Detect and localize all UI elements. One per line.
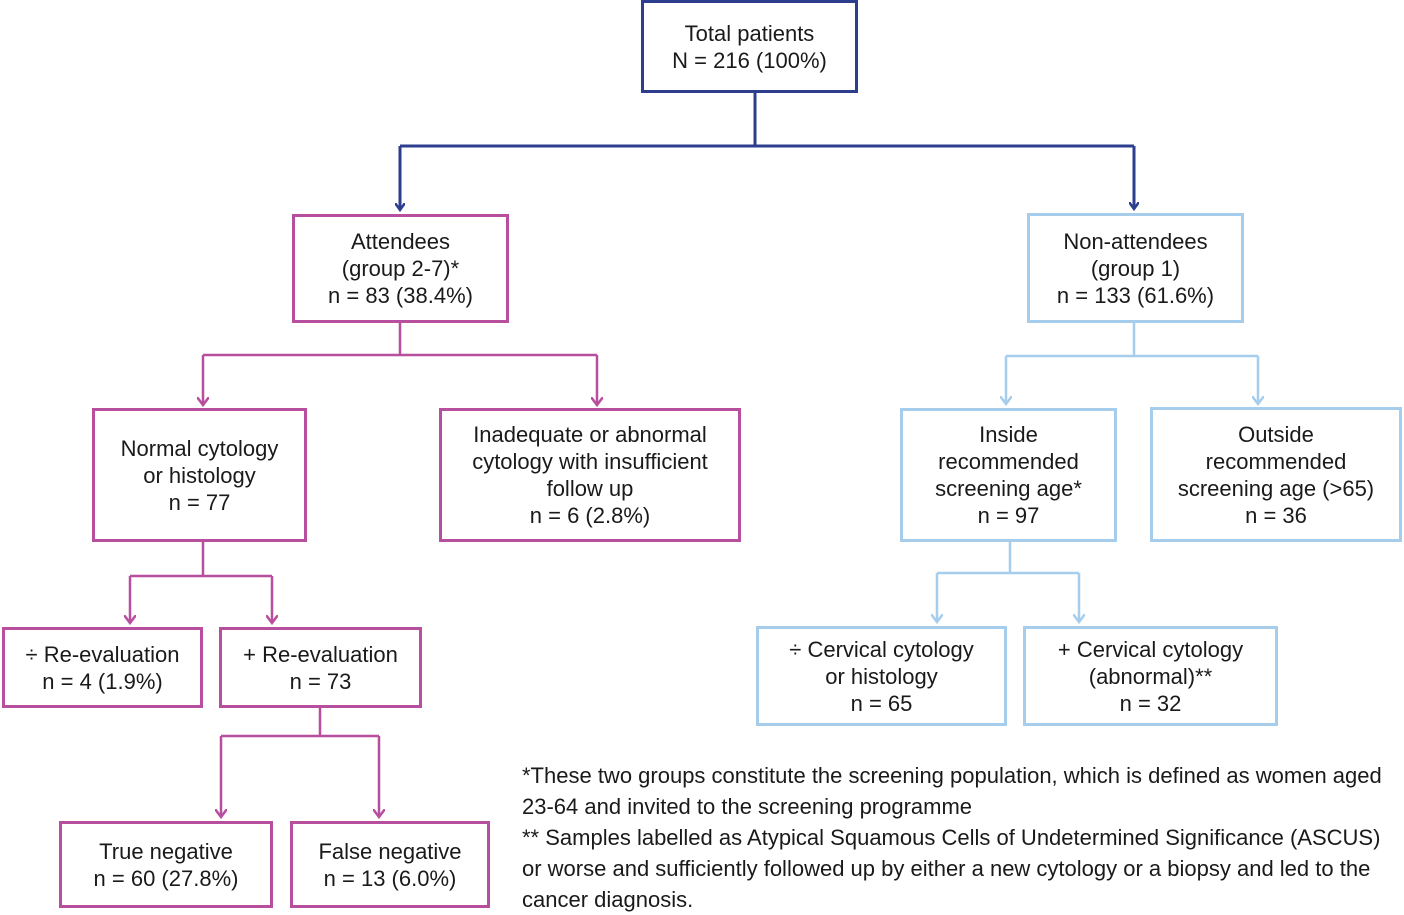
footnote-ascus: ** Samples labelled as Atypical Squamous… [522,825,1381,912]
total-count: N = 216 (100%) [672,47,827,73]
true-negative-title: True negative [99,838,233,864]
outside-line-1: Outside [1238,421,1314,447]
attendees-title: Attendees [350,229,451,254]
inadequate-line-3: follow up [546,476,634,501]
non-attendees-box: Non-attendees (group 1) n = 133 (61.6%) [1027,213,1244,323]
neg-cervical-line-2: or histology [825,663,938,689]
non-attendees-group: (group 1) [1090,255,1181,281]
inadequate-line-1: Inadequate or abnormal [473,422,707,447]
outside-line-2: recommended [1205,448,1347,474]
positive-cervical-box: + Cervical cytology (abnormal)** n = 32 [1023,626,1278,726]
inside-line-3: screening age* [935,476,1082,501]
pos-cervical-line-2: (abnormal)** [1088,663,1213,689]
true-negative-count: n = 60 (27.8%) [93,865,239,891]
negative-reevaluation-box: ÷ Re-evaluation n = 4 (1.9%) [2,627,203,708]
attendees-connector [203,322,597,405]
inside-line-2: recommended [938,449,1079,474]
inside-line-1: Inside [979,422,1038,447]
negative-cervical-box: ÷ Cervical cytology or histology n = 65 [756,626,1007,726]
total-title: Total patients [684,20,815,46]
inadequate-cytology-box: Inadequate or abnormal cytology with ins… [439,408,741,542]
footnotes: *These two groups constitute the screeni… [522,760,1402,915]
pos-cervical-count: n = 32 [1119,690,1182,716]
inside-age-connector [937,541,1079,622]
total-patients-box: Total patients N = 216 (100%) [641,0,858,93]
inside-age-box: Inside recommended screening age* n = 97 [900,408,1117,542]
inadequate-count: n = 6 (2.8%) [529,503,651,528]
neg-cervical-line-1: ÷ Cervical cytology [789,636,974,662]
false-negative-title: False negative [318,838,462,864]
non-attendees-title: Non-attendees [1063,228,1208,254]
false-negative-box: False negative n = 13 (6.0%) [290,821,490,908]
inside-count: n = 97 [977,503,1040,528]
outside-count: n = 36 [1245,502,1307,528]
outside-line-3: screening age (>65) [1177,475,1375,501]
pos-cervical-line-1: + Cervical cytology [1057,636,1244,662]
pos-reeval-count: n = 73 [289,668,352,694]
false-negative-count: n = 13 (6.0%) [323,865,457,891]
inadequate-line-2: cytology with insufficient [472,449,708,474]
neg-reeval-count: n = 4 (1.9%) [42,668,163,694]
normal-connector [130,541,272,623]
normal-line-1: Normal cytology [120,435,279,461]
normal-count: n = 77 [168,489,231,515]
non-attendees-connector [1006,322,1258,404]
attendees-box: Attendees (group 2-7)* n = 83 (38.4%) [292,214,509,323]
normal-cytology-box: Normal cytology or histology n = 77 [92,408,307,542]
positive-reevaluation-box: + Re-evaluation n = 73 [219,627,422,708]
true-negative-box: True negative n = 60 (27.8%) [59,821,273,908]
non-attendees-count: n = 133 (61.6%) [1056,282,1215,308]
attendees-group: (group 2-7)* [341,256,460,281]
footnote-screening-population: *These two groups constitute the screeni… [522,763,1382,819]
pos-reeval-title: + Re-evaluation [243,641,398,667]
neg-reeval-title: ÷ Re-evaluation [25,641,180,667]
root-connector [400,92,1134,210]
neg-cervical-count: n = 65 [850,690,913,716]
outside-age-box: Outside recommended screening age (>65) … [1150,407,1402,542]
attendees-count: n = 83 (38.4%) [328,283,473,308]
reeval-connector [221,708,379,817]
normal-line-2: or histology [143,462,256,488]
